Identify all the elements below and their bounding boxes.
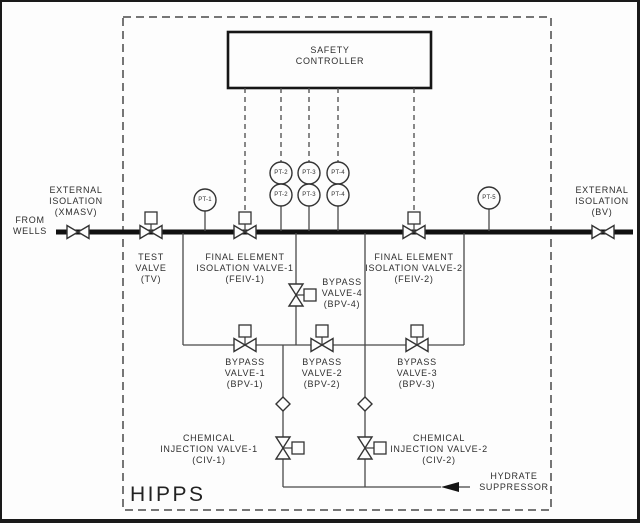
- pt1-instrument-symbol: [193, 188, 217, 212]
- bpv4-label: BYPASS VALVE-4 (BPV-4): [321, 277, 363, 309]
- hipps-title-label: HIPPS: [130, 483, 206, 506]
- pt4-bottom-tag: PT-4: [331, 192, 345, 198]
- bv-valve-symbol: [591, 224, 615, 240]
- hydrate-suppressor-label: HYDRATE SUPPRESSOR: [479, 471, 549, 492]
- bpv3-actuator-icon: [410, 324, 424, 338]
- pt5-tag: PT-5: [482, 195, 496, 201]
- civ1-valve-symbol: [274, 436, 305, 460]
- pt2-bottom-tag: PT-2: [274, 192, 288, 198]
- hipps-boundary-box: [122, 16, 552, 511]
- civ2-label: CHEMICAL INJECTION VALVE-2 (CIV-2): [390, 433, 488, 465]
- pt4-top-tag: PT-4: [331, 170, 345, 176]
- bpv4-valve-symbol: [287, 283, 317, 307]
- feiv1-actuator-icon: [238, 211, 252, 225]
- bpv2-label: BYPASS VALVE-2 (BPV-2): [301, 357, 343, 389]
- bpv1-actuator-icon: [238, 324, 252, 338]
- feiv1-valve-symbol: [233, 211, 257, 240]
- injection-point-symbol-1: [275, 396, 291, 412]
- hydrate-flow-arrow-icon: [441, 482, 459, 492]
- feiv2-label: FINAL ELEMENT ISOLATION VALVE-2 (FEIV-2): [365, 252, 463, 284]
- feiv1-label: FINAL ELEMENT ISOLATION VALVE-1 (FEIV-1): [196, 252, 294, 284]
- bpv2-actuator-icon: [315, 324, 329, 338]
- pt3b-instrument-symbol: [297, 183, 321, 207]
- bpv1-label: BYPASS VALVE-1 (BPV-1): [224, 357, 266, 389]
- injection-point-symbol-2: [357, 396, 373, 412]
- xmasv-valve-symbol: [66, 224, 90, 240]
- tv-label: TEST VALVE (TV): [135, 252, 167, 284]
- bpv2-valve-symbol: [310, 324, 334, 353]
- pt2-top-tag: PT-2: [274, 170, 288, 176]
- pt3-top-tag: PT-3: [302, 170, 316, 176]
- civ1-actuator-icon: [291, 441, 305, 455]
- civ2-valve-symbol: [356, 436, 387, 460]
- pt5-instrument-symbol: [477, 186, 501, 210]
- safety-controller-label: SAFETY CONTROLLER: [295, 45, 365, 66]
- pt1-tag: PT-1: [198, 197, 212, 203]
- safety-controller-box: [226, 30, 433, 90]
- pt4b-instrument-symbol: [326, 183, 350, 207]
- pt3-bottom-tag: PT-3: [302, 192, 316, 198]
- bpv4-actuator-icon: [303, 288, 317, 302]
- civ1-label: CHEMICAL INJECTION VALVE-1 (CIV-1): [160, 433, 258, 465]
- inlet-label: FROM WELLS: [12, 215, 48, 236]
- xmasv-label: EXTERNAL ISOLATION (XMASV): [49, 185, 103, 217]
- bpv1-valve-symbol: [233, 324, 257, 353]
- bpv3-valve-symbol: [405, 324, 429, 353]
- pt2b-instrument-symbol: [269, 183, 293, 207]
- tv-actuator-icon: [144, 211, 158, 225]
- bpv3-label: BYPASS VALVE-3 (BPV-3): [396, 357, 438, 389]
- bv-label: EXTERNAL ISOLATION (BV): [575, 185, 629, 217]
- civ2-actuator-icon: [373, 441, 387, 455]
- feiv2-valve-symbol: [402, 211, 426, 240]
- diagram-linework: [56, 16, 633, 511]
- tv-valve-symbol: [139, 211, 163, 240]
- feiv2-actuator-icon: [407, 211, 421, 225]
